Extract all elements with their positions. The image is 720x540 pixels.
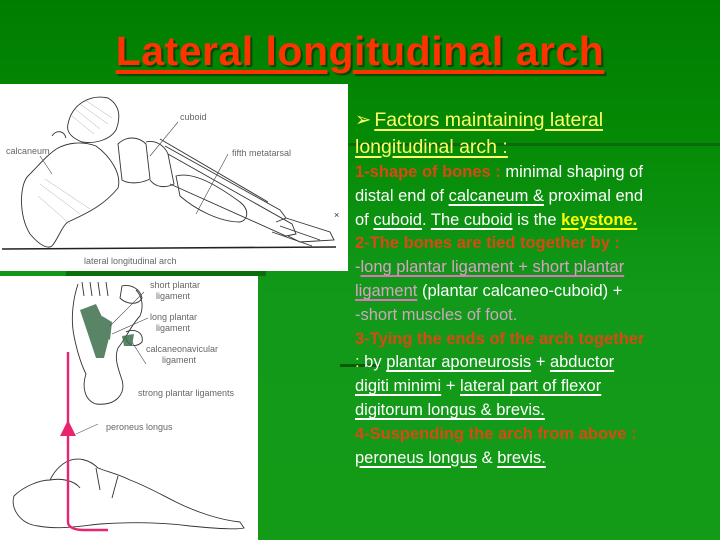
decorative-line-left [66, 271, 266, 276]
factors-heading-line1: ➢Factors maintaining lateral [355, 109, 604, 131]
label-cuboid: cuboid [180, 112, 207, 122]
label-peroneus-longus: peroneus longus [106, 422, 173, 432]
label-fifth-metatarsal: fifth metatarsal [232, 148, 291, 158]
label-strong-plantar: strong plantar ligaments [138, 388, 235, 398]
plantar-ligaments-figure: short plantar ligament long plantar liga… [0, 276, 258, 540]
factor-2-muscles: -short muscles of foot. [355, 305, 518, 324]
factor-1-line1: 1-shape of bones : minimal shaping of [355, 163, 643, 181]
label-calcaneonavicular-ligament: ligament [162, 355, 197, 365]
factor-1-line3: of cuboid. The cuboid is the keystone. [355, 210, 638, 229]
factor-1-line2: distal end of calcaneum & proximal end [355, 186, 644, 205]
factor-3-line1: : by plantar aponeurosis + abductor [355, 353, 615, 372]
factor-1-label: 1-shape of bones : [355, 163, 506, 181]
slide-title: Lateral longitudinal arch [115, 28, 605, 74]
label-long-plantar-ligament: ligament [156, 323, 191, 333]
factor-2-label: 2-The bones are tied together by : [355, 234, 620, 253]
label-short-plantar-ligament: ligament [156, 291, 191, 301]
factor-4-line1: peroneus longus & brevis. [355, 448, 546, 467]
factor-2-line2: ligament (plantar calcaneo-cuboid) + [355, 281, 623, 300]
decorative-line-mid [340, 364, 380, 367]
factor-4-label: 4-Suspending the arch from above : [355, 424, 637, 443]
keystone-highlight: keystone. [561, 210, 638, 229]
label-calcaneonavicular: calcaneonavicular [146, 344, 218, 354]
label-calcaneum: calcaneum [6, 146, 50, 156]
decorative-line-top [340, 143, 720, 146]
factors-heading-line2: longitudinal arch : [355, 136, 508, 158]
svg-text:×: × [334, 210, 339, 220]
factors-text-block: ➢Factors maintaining lateral longitudina… [355, 107, 715, 470]
lateral-arch-figure: calcaneum cuboid fifth metatarsal latera… [0, 84, 348, 271]
label-arch-caption: lateral longitudinal arch [84, 256, 177, 266]
arrow-bullet-icon: ➢ [355, 109, 372, 131]
factor-3-line3: digitorum longus & brevis. [355, 400, 545, 419]
factor-3-line2: digiti minimi + lateral part of flexor [355, 377, 602, 396]
label-short-plantar: short plantar [150, 280, 200, 290]
factor-3-label: 3-Tying the ends of the arch together [355, 329, 645, 348]
factor-2-line1: -long plantar ligament + short plantar [355, 258, 625, 277]
label-long-plantar: long plantar [150, 312, 197, 322]
